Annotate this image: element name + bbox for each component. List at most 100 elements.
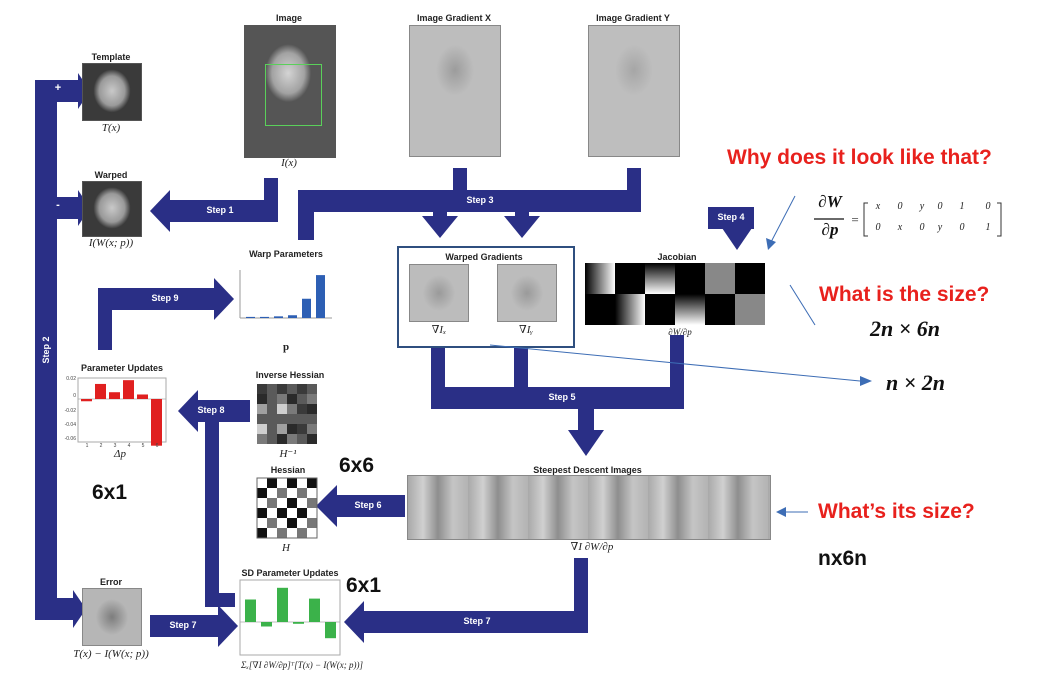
step3-down1 <box>433 200 447 218</box>
inv-hessian-cell <box>287 434 297 444</box>
sd-img-expr: ∇I ∂W/∂p <box>570 541 614 553</box>
updates-ytick: -0.02 <box>64 408 76 414</box>
grad-ix-expr: ∇Iₓ <box>431 324 447 336</box>
param-updates-chart <box>77 377 167 446</box>
step9-arrowhead <box>214 278 234 320</box>
image-photo <box>244 25 336 158</box>
its-size-question: What’s its size? <box>818 500 975 523</box>
template-expr: T(x) <box>101 122 121 134</box>
jac-cell-5 <box>705 263 735 294</box>
updates-xtick: 3 <box>113 443 117 449</box>
step7b-bar <box>362 611 588 633</box>
inv-hessian-cell <box>287 404 297 414</box>
step5-stub1 <box>431 347 445 397</box>
error-expr: T(x) − I(W(x; p)) <box>73 648 149 660</box>
step2-error-arm <box>35 598 75 620</box>
error-photo <box>82 588 142 646</box>
jacobian-eq-num: ∂W <box>818 192 842 211</box>
hessian-cell <box>277 528 287 538</box>
step7a-bar <box>150 615 220 637</box>
update-bar-5 <box>137 394 148 399</box>
hessian-cell <box>287 488 297 498</box>
jacobian-label: Jacobian <box>657 252 697 262</box>
hessian-cell <box>297 488 307 498</box>
step7b-arrowhead <box>344 601 364 643</box>
warp-params-expr: p <box>282 341 290 353</box>
updates-frame <box>77 377 167 443</box>
hessian-cell <box>307 518 317 528</box>
inv-hessian-cell <box>277 414 287 424</box>
step8-label: Step 8 <box>197 405 225 415</box>
pointer-line-why <box>769 195 796 245</box>
image-expr: I(x) <box>281 157 297 169</box>
update-bar-6 <box>151 399 162 446</box>
hessian-cell <box>287 498 297 508</box>
hessian-cell <box>307 508 317 518</box>
step4-label: Step 4 <box>717 212 745 222</box>
hessian-cell <box>257 518 267 528</box>
hessian-cell <box>287 478 297 488</box>
warped-grad-x-photo <box>409 264 469 322</box>
inv-hessian-cell <box>307 434 317 444</box>
step1-stub <box>264 178 278 222</box>
inv-hessian-cell <box>257 404 267 414</box>
hessian-cell <box>257 488 267 498</box>
update-bar-3 <box>109 392 120 399</box>
step9-label: Step 9 <box>151 293 179 303</box>
warped-expr: I(W(x; p)) <box>88 237 134 249</box>
gradient-x-label: Image Gradient X <box>416 13 492 23</box>
six-by-one-updates: 6x1 <box>92 481 128 504</box>
matrix-entry: 0 <box>897 201 903 212</box>
hessian-cell <box>267 528 277 538</box>
updates-xtick: 6 <box>155 443 159 449</box>
step7a-label: Step 7 <box>169 620 197 630</box>
inv-hessian-cell <box>257 424 267 434</box>
warped-grad-y-photo <box>497 264 557 322</box>
matrix-entry: 0 <box>875 222 881 233</box>
hessian-cell <box>307 498 317 508</box>
jacobian-eq-den: ∂p <box>821 220 839 239</box>
step4-arrowhead <box>722 228 752 250</box>
hessian-cell <box>277 518 287 528</box>
matrix-entry: y <box>919 201 925 212</box>
step5-label: Step 5 <box>548 392 576 402</box>
updates-ytick: 0.02 <box>66 376 76 382</box>
delta-p-expr: Δp <box>114 448 126 460</box>
hessian-cell <box>257 478 267 488</box>
sd-updates-chart <box>239 579 341 656</box>
hessian-cell <box>307 488 317 498</box>
inv-hessian-cell <box>307 414 317 424</box>
warp-bar-4 <box>288 315 297 318</box>
step8-bar <box>195 400 250 422</box>
error-label: Error <box>99 577 122 587</box>
inv-hessian-cell <box>257 394 267 404</box>
matrix-entry: 1 <box>959 201 965 212</box>
sd-frame <box>239 579 341 656</box>
warp-params-chart <box>239 270 332 319</box>
size-question: What is the size? <box>819 283 990 306</box>
inv-hessian-cell <box>297 394 307 404</box>
warp-params-label: Warp Parameters <box>249 249 323 259</box>
gradient-y-label: Image Gradient Y <box>596 13 670 23</box>
pointer-line-n2n <box>489 344 861 382</box>
pointer-head-n2n <box>860 376 872 386</box>
hessian-cell <box>277 478 287 488</box>
inv-hessian-cell <box>297 434 307 444</box>
sd-bar-1 <box>245 599 256 622</box>
sd-bar-5 <box>309 598 320 622</box>
inv-hessian-cell <box>277 384 287 394</box>
step5-stub3 <box>670 335 684 397</box>
template-label: Template <box>91 52 131 62</box>
six-by-six-hessian: 6x6 <box>339 454 375 477</box>
jac-cell-4 <box>675 294 705 325</box>
updates-xtick: 1 <box>85 443 89 449</box>
inv-hessian-cell <box>297 414 307 424</box>
inv-hessian-cell <box>257 384 267 394</box>
warp-bar-6 <box>316 275 325 318</box>
plus-sign: + <box>54 82 62 94</box>
hessian-cell <box>277 508 287 518</box>
six-by-one-sd: 6x1 <box>346 574 382 597</box>
step1-arrowhead <box>150 190 170 232</box>
face-detection-box <box>265 64 322 126</box>
updates-ytick: -0.06 <box>64 436 76 442</box>
